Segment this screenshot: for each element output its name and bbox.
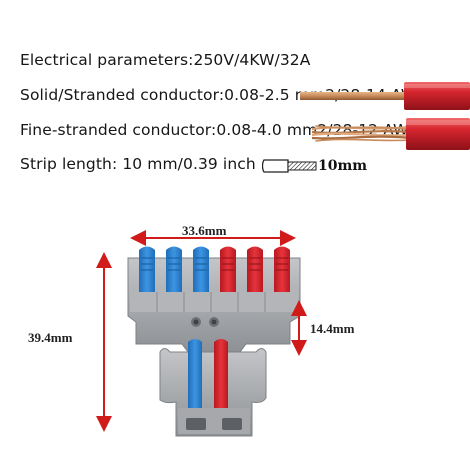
- lever-bottom-red: [214, 339, 228, 408]
- fine-stranded-wire-image: [312, 118, 470, 150]
- strip-length-icon-label: 10mm: [318, 158, 368, 174]
- strip-length-icon: [262, 159, 317, 173]
- solid-wire-image: [300, 82, 470, 110]
- lever-blue-2: [166, 246, 182, 292]
- total-height-dimension-label: 39.4mm: [28, 330, 73, 345]
- base-height-dimension-label: 14.4mm: [310, 321, 355, 336]
- lever-red-1: [220, 246, 236, 292]
- lever-blue-1: [139, 246, 155, 292]
- spec-electrical-parameters: Electrical parameters:250V/4KW/32A: [20, 51, 311, 69]
- lever-blue-3: [193, 246, 209, 292]
- lever-bottom-blue: [188, 339, 202, 408]
- lever-red-3: [274, 246, 290, 292]
- spec-strip-length: Strip length: 10 mm/0.39 inch: [20, 155, 256, 173]
- lever-red-2: [247, 246, 263, 292]
- width-dimension-label: 33.6mm: [182, 223, 227, 238]
